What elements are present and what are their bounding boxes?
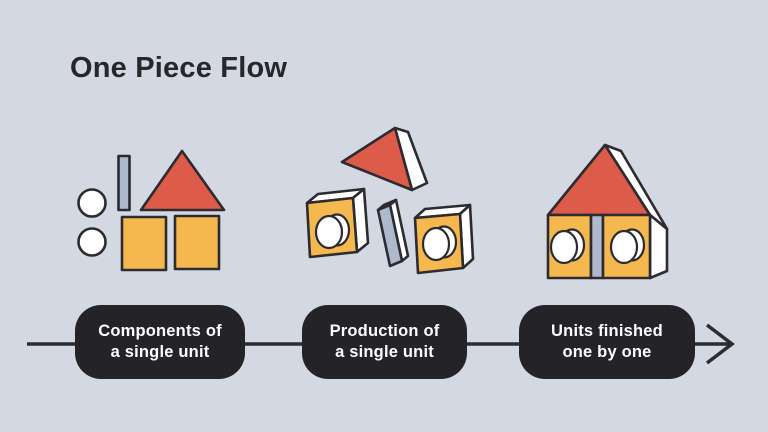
stage-label-line: Components of — [98, 322, 222, 340]
plank-block — [117, 154, 131, 212]
window-block-3d — [413, 203, 475, 275]
building-blocks-separate-icon — [77, 149, 226, 272]
plank-block-3d — [376, 198, 410, 268]
stage-label-line: Production of — [329, 322, 440, 340]
arrowhead-icon — [705, 323, 735, 365]
stage-label-line: Units finished — [551, 322, 663, 340]
stage-components-illustration — [70, 140, 230, 280]
triangle-block-3d — [340, 126, 429, 192]
stage-label-components: Components of a single unit — [75, 305, 245, 379]
stage-label-production: Production of a single unit — [302, 305, 467, 379]
page-title: One Piece Flow — [70, 52, 288, 84]
stage-production-illustration — [295, 118, 485, 283]
triangle-block — [139, 149, 226, 212]
square-block — [120, 215, 168, 272]
building-blocks-assembling-icon — [305, 126, 475, 275]
square-block — [173, 214, 221, 271]
window-block-3d — [305, 187, 370, 259]
stage-label-line: a single unit — [335, 343, 434, 361]
stage-label-line: one by one — [562, 343, 652, 361]
round-block — [77, 227, 107, 257]
stage-label-finished: Units finished one by one — [519, 305, 695, 379]
house-body — [546, 213, 669, 280]
stage-label-line: a single unit — [110, 343, 210, 361]
stage-finished-illustration — [540, 140, 680, 285]
round-block — [77, 188, 107, 218]
building-blocks-house-icon — [546, 143, 669, 280]
